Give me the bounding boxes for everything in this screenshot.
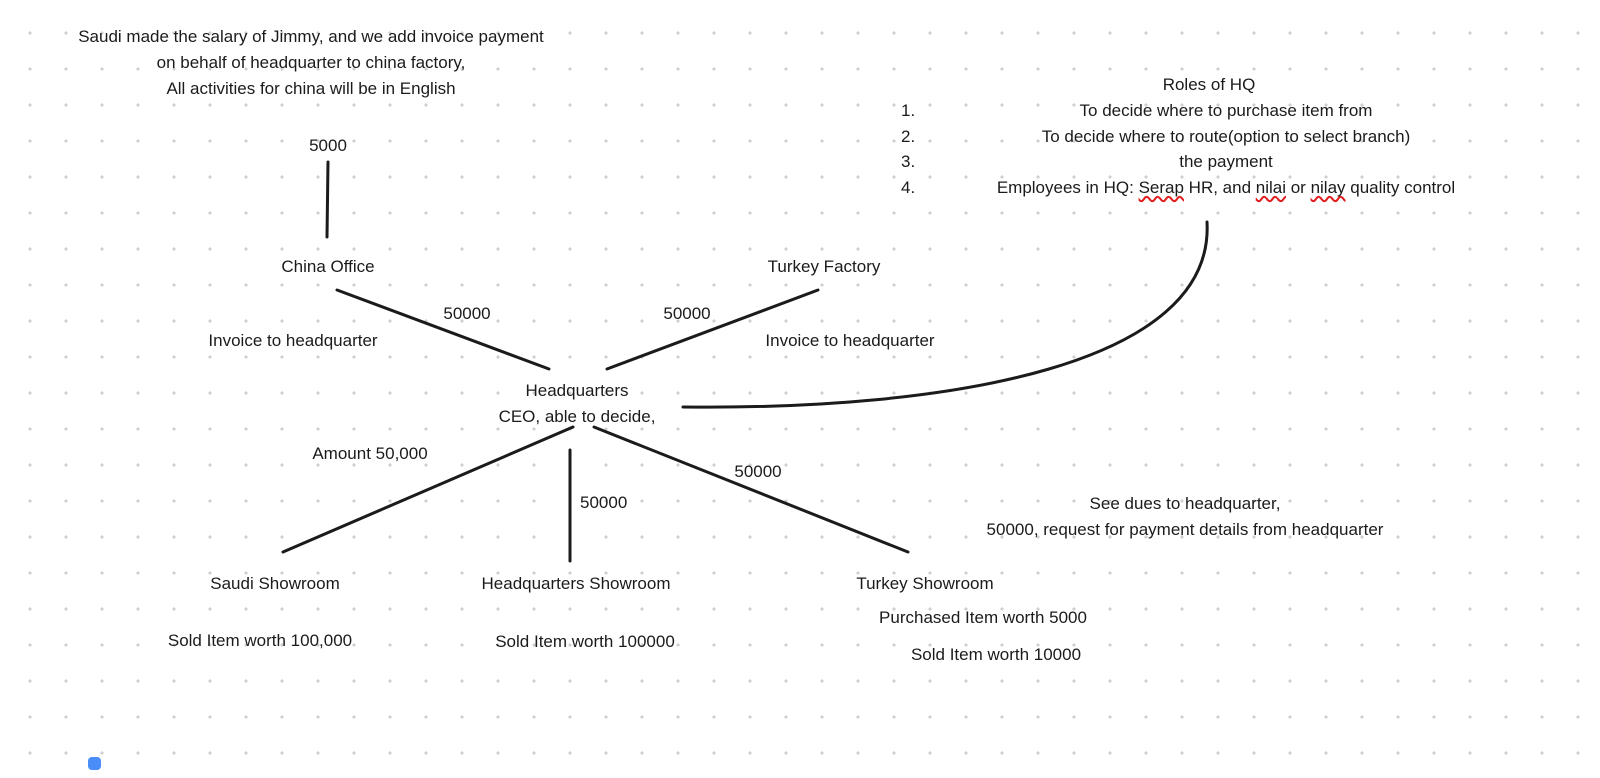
edge-label-china-amount[interactable]: 50000 <box>443 304 491 323</box>
node-headquarters-line2: CEO, able to decide, <box>498 407 656 426</box>
edge-label-turkey-invoice[interactable]: Invoice to headquarter <box>765 331 935 350</box>
roles-item-4-part2: HR, and <box>1183 177 1256 197</box>
node-headquarters-showroom[interactable]: Headquarters Showroom <box>481 574 671 593</box>
note-dues-to-headquarter[interactable]: See dues to headquarter, 50000, request … <box>987 491 1384 543</box>
node-headquarters-line1: Headquarters <box>525 381 629 400</box>
note-saudi-sold[interactable]: Sold Item worth 100,000 <box>167 631 353 650</box>
note-turkey-sold[interactable]: Sold Item worth 10000 <box>910 645 1082 664</box>
misspelled-word-nilay: nilay <box>1310 177 1346 197</box>
edge-headquarters-to-saudi-showroom[interactable] <box>281 425 575 554</box>
roles-item-2-text: To decide where to route(option to selec… <box>1041 126 1411 146</box>
roles-item-4-text: Employees in HQ: Serap HR, and nilai or … <box>931 175 1521 201</box>
edge-label-hq-showroom-amount[interactable]: 50000 <box>580 493 628 512</box>
edge-label-turkey-showroom-amount[interactable]: 50000 <box>734 462 782 481</box>
node-amount-5000[interactable]: 5000 <box>309 136 347 155</box>
edge-headquarters-to-turkey-showroom[interactable] <box>592 425 910 554</box>
node-saudi-showroom[interactable]: Saudi Showroom <box>210 574 340 593</box>
roles-item-4: 4. Employees in HQ: Serap HR, and nilai … <box>897 175 1521 201</box>
roles-item-4-part3: or <box>1286 177 1311 197</box>
note-top-left-line2: on behalf of headquarter to china factor… <box>156 53 466 72</box>
note-dues-line2: 50000, request for payment details from … <box>986 520 1384 539</box>
roles-item-4-part4: quality control <box>1345 177 1456 197</box>
roles-item-4-part1: Employees in HQ: <box>996 177 1139 197</box>
node-headquarters[interactable]: Headquarters CEO, able to decide, <box>499 378 656 430</box>
note-hq-sold[interactable]: Sold Item worth 100000 <box>495 632 675 651</box>
edge-turkey-factory-to-headquarters[interactable] <box>605 288 820 371</box>
roles-item-1: 1. To decide where to purchase item from <box>897 98 1521 124</box>
note-dues-line1: See dues to headquarter, <box>1089 494 1281 513</box>
node-china-office[interactable]: China Office <box>281 257 375 276</box>
edge-china-office-to-headquarters[interactable] <box>335 288 551 371</box>
roles-item-1-number: 1. <box>901 101 916 120</box>
misspelled-word-nilai: nilai <box>1255 177 1286 197</box>
roles-item-4-number: 4. <box>901 177 916 197</box>
node-turkey-factory[interactable]: Turkey Factory <box>767 257 881 276</box>
roles-item-3-number: 3. <box>901 152 916 171</box>
misspelled-word-serap: Serap <box>1138 177 1184 197</box>
roles-item-1-text: To decide where to purchase item from <box>1079 101 1373 120</box>
note-top-left-line1: Saudi made the salary of Jimmy, and we a… <box>78 27 544 46</box>
canvas-scroll-handle[interactable] <box>88 757 101 770</box>
roles-of-hq-note[interactable]: Roles of HQ 1. To decide where to purcha… <box>897 72 1521 200</box>
note-top-left[interactable]: Saudi made the salary of Jimmy, and we a… <box>11 24 611 102</box>
edge-label-saudi-amount[interactable]: Amount 50,000 <box>312 444 428 463</box>
node-turkey-showroom[interactable]: Turkey Showroom <box>856 574 994 593</box>
roles-item-3-text: the payment <box>1179 152 1273 171</box>
note-turkey-purchased[interactable]: Purchased Item worth 5000 <box>879 608 1087 627</box>
roles-item-2: 2. To decide where to route(option to se… <box>897 124 1521 150</box>
roles-item-3: 3. the payment <box>897 149 1521 175</box>
roles-title: Roles of HQ <box>1162 75 1256 94</box>
edge-label-china-invoice[interactable]: Invoice to headquarter <box>208 331 378 350</box>
edge-5000-to-china-office[interactable] <box>325 160 330 239</box>
edge-label-turkey-amount[interactable]: 50000 <box>663 304 711 323</box>
note-top-left-line3: All activities for china will be in Engl… <box>166 79 456 98</box>
roles-item-2-number: 2. <box>901 126 916 146</box>
edge-curve-headquarters-to-roles[interactable] <box>681 220 1209 409</box>
